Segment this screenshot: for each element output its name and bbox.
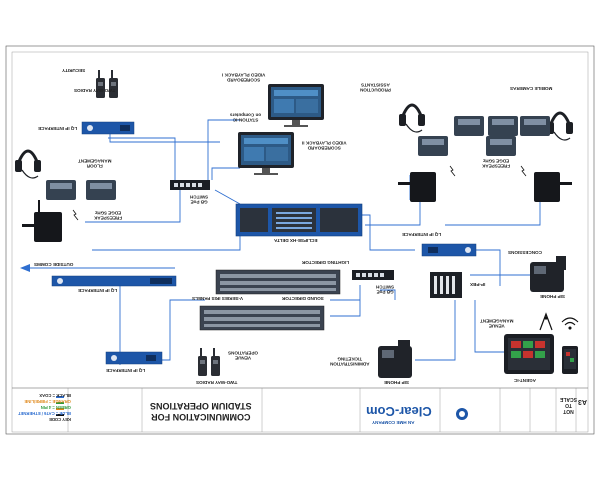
freespeak-left-label: FREESPEAK EDGE 5GHz (94, 210, 123, 221)
key-swatches (56, 396, 64, 416)
monitor-icon (268, 84, 324, 127)
monitor-icon (238, 132, 294, 175)
title-block (12, 387, 588, 432)
beltpack-icon (46, 180, 116, 200)
mobile-cameras-label: MOBILE CAMERAS (510, 86, 553, 92)
beltpack-icon (418, 116, 550, 156)
station-ic-label: STATION-IC on Computers (230, 112, 262, 123)
key-panel-icon (215, 269, 341, 295)
sheet-border (5, 45, 595, 435)
venue-management-label: VENUE MANAGEMENT (480, 318, 514, 329)
security-sub-label: TWO-WAY RADIOS (74, 88, 116, 94)
wireless-zigzag-icons (72, 165, 527, 221)
headset-icon (15, 149, 41, 179)
lq-mid-label: LQ IP INTERFACE (78, 288, 118, 294)
sip-phone-top-label: SIP PHONE (540, 294, 565, 300)
venue-operations-label: VENUE OPERATIONS (228, 350, 259, 361)
ip-pbx-icon (430, 272, 462, 298)
lighting-director-label: LIGHTING DIRECTOR (302, 260, 350, 266)
antenna-transceiver-icon (398, 172, 572, 202)
network-switch-icon (352, 270, 394, 280)
lq-ip-interface-icon (51, 275, 177, 287)
switch-mid-label: GB PoE SWITCH (376, 284, 395, 295)
matrix-frame-icon (235, 203, 363, 237)
scoreboard1-label: SCOREBOARD VIDEO PLAYBACK I (222, 72, 266, 83)
lq-right-label: LQ IP INTERFACE (402, 232, 442, 238)
scoreboard2-label: SCOREBOARD VIDEO PLAYBACK II (302, 140, 347, 151)
freespeak-right-label: FREESPEAK EDGE 5GHz (482, 158, 511, 169)
sheet-inner-border (11, 51, 589, 433)
outside-comms-label: OUTSIDE COMMS (34, 262, 74, 268)
outside-comms-arrow-icon (20, 264, 30, 272)
sip-phone-bottom-label: SIP PHONE (384, 380, 409, 386)
brand-name: Clear-Com (366, 404, 432, 419)
antenna-signal-icon (539, 312, 553, 331)
ip-pbx-label: IP-PBX (470, 282, 486, 288)
key-panel-icon (199, 305, 325, 331)
clear-com-logo (456, 408, 468, 420)
lq-bottom-label: LQ IP INTERFACE (106, 368, 146, 374)
two-way-radio-icon (96, 70, 118, 98)
sound-director-label: SOUND DIRECTOR (282, 296, 324, 302)
vseries-label: V-SERIES IRIS PANELS (192, 296, 243, 302)
lq-ip-interface-icon (81, 121, 135, 135)
concessions-label: CONCESSIONS (508, 250, 542, 256)
wifi-icon (561, 317, 579, 330)
security-title: SECURITY (62, 68, 86, 74)
production-assistants-label: PRODUCTION ASSISTANTS (360, 82, 391, 93)
lq-ip-interface-icon (421, 243, 477, 257)
sip-phone-icon (378, 340, 412, 378)
lq-ip-interface-icon (105, 351, 163, 365)
administration-label: ADMINISTRATION TICKETING (330, 356, 370, 367)
agent-ic-label: AGENT-IC (514, 378, 536, 384)
sip-phone-icon (530, 256, 566, 292)
key-code-legend: KEY CODE BLUE = CAT6 / ETHERNET GREEN = … (18, 393, 71, 422)
eclipse-label: ECLIPSE-HX DELTA (274, 238, 318, 244)
two-way-radio-icon (198, 348, 220, 376)
sheet-size: A3 (578, 398, 587, 405)
not-to-scale: NOT TO SCALE (560, 396, 577, 414)
brand-tagline: AN HME COMPANY (372, 420, 415, 425)
floor-management-label: FLOOR MANAGEMENT (78, 158, 112, 169)
tablet-icon (504, 334, 554, 374)
headset-icon (547, 111, 573, 141)
lq-top-label: LQ IP INTERFACE (38, 126, 78, 132)
network-switch-icon (170, 180, 210, 190)
venue-operations-sub-label: TWO-WAY RADIOS (196, 380, 238, 386)
switch-top-label: GB PoE SWITCH (190, 194, 209, 205)
headset-icon (399, 103, 425, 133)
smartphone-icon (562, 346, 578, 374)
security-label: SECURITY (62, 68, 85, 73)
antenna-transceiver-icon (22, 200, 62, 242)
drawing-title: COMMUNICATION FOR STADIUM OPERATIONS (150, 401, 252, 422)
